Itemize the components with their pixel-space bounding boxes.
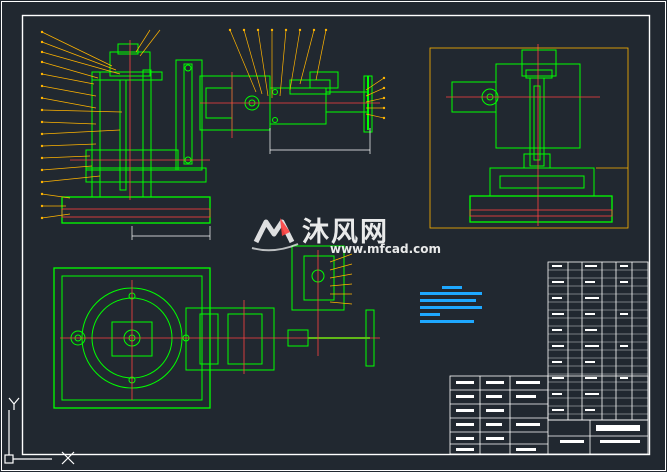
title-block-text-marks <box>456 381 640 451</box>
parts-list-table <box>547 261 649 421</box>
front-view-callout-dots <box>40 28 386 220</box>
top-view-centerlines <box>60 250 380 400</box>
top-view-callout-leaders <box>329 253 353 305</box>
inner-frame <box>21 14 651 456</box>
front-view-dimensions <box>131 128 371 240</box>
mfcad-logo-icon <box>251 218 299 252</box>
parts-list-text-marks <box>552 265 628 411</box>
top-view-assembly <box>53 245 375 409</box>
ucs-axis-icon <box>4 397 75 465</box>
watermark-brand-en: www.mfcad.com <box>330 242 441 256</box>
title-block <box>449 375 649 455</box>
parts-list-rows <box>548 269 648 415</box>
side-view-assembly <box>451 49 613 223</box>
front-view-callout-leaders <box>41 29 385 219</box>
watermark-brand-cn: 沐风网 <box>302 217 389 248</box>
technical-requirements-note <box>420 286 482 323</box>
side-view-centerlines <box>446 44 600 226</box>
front-view-centerlines <box>70 40 380 200</box>
side-view-outline <box>429 47 629 229</box>
